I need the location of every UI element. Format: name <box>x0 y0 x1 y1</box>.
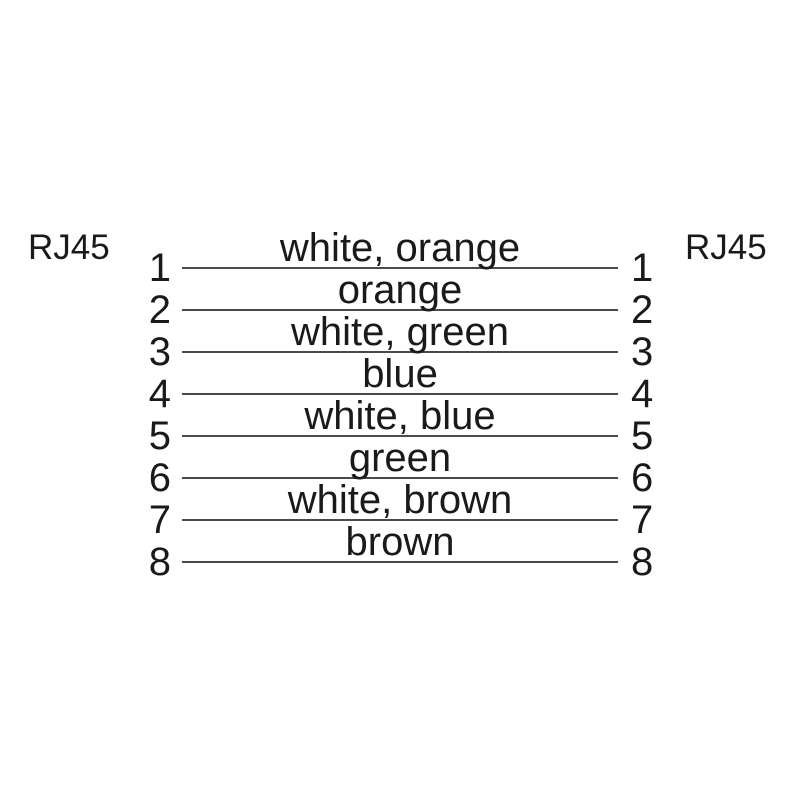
right-connector-label: RJ45 <box>685 228 767 267</box>
wire-line <box>182 351 618 353</box>
wire-line <box>182 267 618 269</box>
wire-color-label: blue <box>362 352 438 396</box>
wire-color-label: white, blue <box>304 394 496 438</box>
pin-number-right: 6 <box>631 456 654 500</box>
pin-number-left: 8 <box>148 540 171 584</box>
pin-number-right: 7 <box>631 498 654 542</box>
pin-number-right: 2 <box>631 288 654 332</box>
pin-number-left: 7 <box>148 498 171 542</box>
wire-line <box>182 435 618 437</box>
pin-number-right: 5 <box>631 414 654 458</box>
wire-color-label: green <box>348 436 452 480</box>
pin-number-left: 4 <box>148 372 171 416</box>
wire-color-label: white, brown <box>287 478 513 522</box>
pin-number-right: 4 <box>631 372 654 416</box>
pin-number-right: 3 <box>631 330 654 374</box>
wire-color-label: white, orange <box>279 226 521 270</box>
pin-number-left: 2 <box>148 288 171 332</box>
pin-number-left: 6 <box>148 456 171 500</box>
wire-color-label: brown <box>345 520 455 564</box>
pin-number-left: 5 <box>148 414 171 458</box>
pin-number-left: 3 <box>148 330 171 374</box>
pin-number-right: 1 <box>631 246 654 290</box>
wire-line <box>182 477 618 479</box>
wire-line <box>182 519 618 521</box>
wire-line <box>182 393 618 395</box>
pin-number-right: 8 <box>631 540 654 584</box>
wire-color-label: orange <box>337 268 463 312</box>
wire-line <box>182 309 618 311</box>
wire-color-label: white, green <box>291 310 509 354</box>
wire-line <box>182 561 618 563</box>
left-connector-label: RJ45 <box>28 228 110 267</box>
pin-number-left: 1 <box>148 246 171 290</box>
